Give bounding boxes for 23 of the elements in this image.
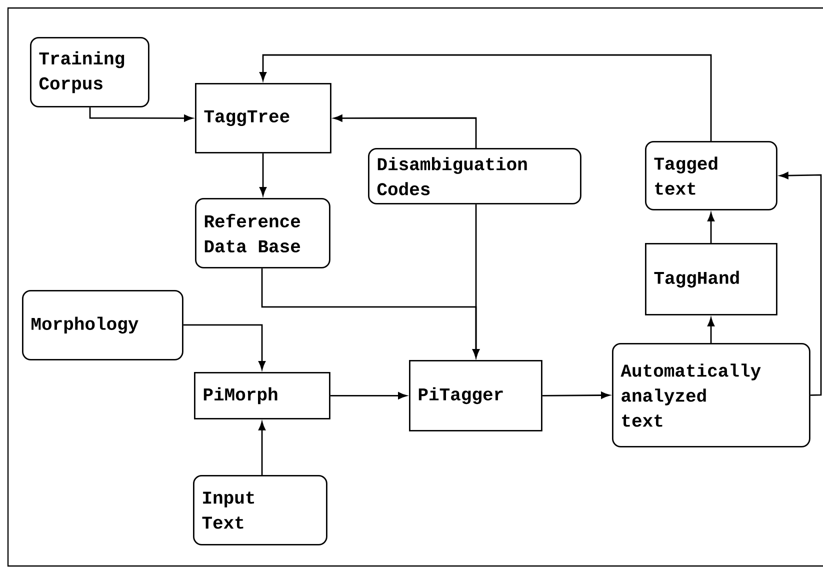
- arrow: [708, 212, 714, 243]
- arrow: [472, 204, 480, 358]
- arrow: [330, 392, 407, 400]
- rounded-box: Automatically analyzed text: [612, 342, 810, 448]
- process-box: TaggTree: [195, 82, 332, 154]
- arrow: [258, 422, 266, 475]
- arrow: [780, 172, 822, 396]
- arrow: [334, 114, 477, 148]
- rounded-box: Input Text: [193, 474, 328, 546]
- rounded-box: Morphology: [22, 290, 184, 360]
- arrow: [89, 107, 193, 122]
- arrow: [542, 392, 610, 399]
- rounded-box: Training Corpus: [30, 36, 150, 108]
- arrow: [708, 318, 714, 343]
- arrow: [260, 54, 712, 141]
- rounded-box: Tagged text: [645, 140, 778, 210]
- process-box: PiMorph: [194, 372, 330, 420]
- process-box: TaggHand: [645, 242, 778, 316]
- arrow: [183, 324, 266, 370]
- rounded-box: Reference Data Base: [195, 198, 330, 268]
- arrow: [260, 153, 266, 196]
- rounded-box: Disambiguation Codes: [368, 148, 582, 204]
- process-box: PiTagger: [409, 360, 542, 432]
